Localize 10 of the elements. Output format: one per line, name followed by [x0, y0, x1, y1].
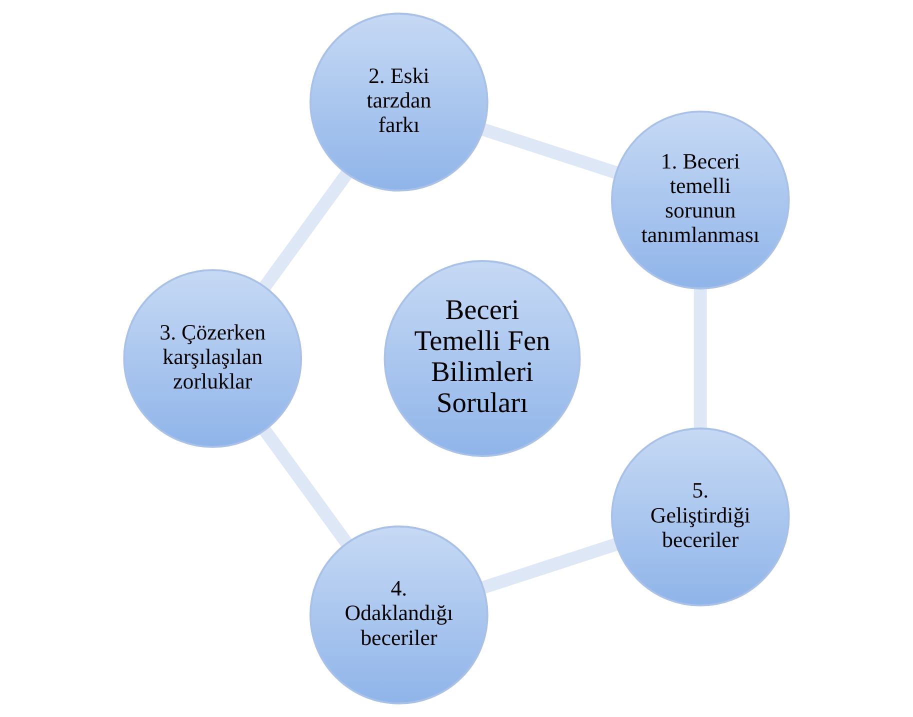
node-circle: 4. Odaklandığı beceriler: [310, 526, 488, 704]
node-circle: 3. Çözerken karşılaşılan zorluklar: [123, 269, 302, 448]
connector: [481, 123, 618, 179]
node-circle: 1. Beceri temelli sorunun tanımlanması: [610, 110, 790, 290]
node-circle: 2. Eski tarzdan farkı: [310, 12, 488, 192]
node-circle: Beceri Temelli Fen Bilimleri Soruları: [384, 260, 581, 457]
node-circle: 5. Geliştirdiği beceriler: [610, 428, 790, 606]
connector: [260, 170, 352, 291]
connector: [694, 288, 707, 428]
connector: [260, 426, 352, 547]
